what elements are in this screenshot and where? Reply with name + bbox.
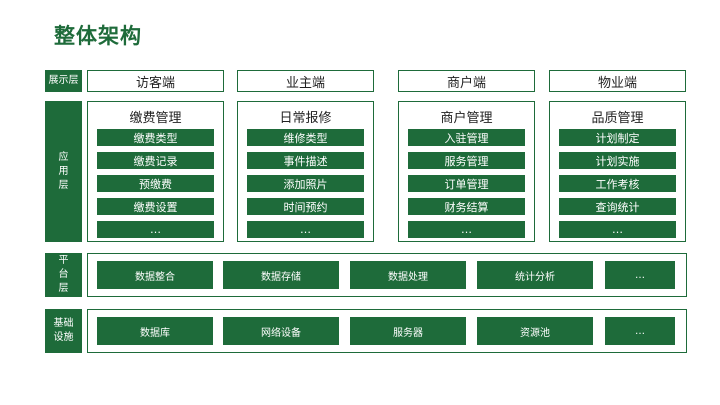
module-item: 查询统计: [559, 198, 676, 215]
layer-item: 数据库: [97, 317, 213, 345]
module-title: 品质管理: [591, 111, 644, 126]
presentation-card: 业主端: [237, 70, 374, 92]
layer-item: 数据存储: [223, 261, 339, 289]
module-item: 计划制定: [559, 129, 676, 146]
layer-label-char: 平: [58, 255, 69, 266]
presentation-card: 物业端: [549, 70, 686, 92]
application-module-card: 缴费管理缴费类型缴费记录预缴费缴费设置 …: [87, 101, 224, 242]
module-item: 缴费记录: [97, 152, 214, 169]
application-layer-label: 应用层: [45, 101, 82, 242]
application-module-card: 日常报修维修类型事件描述添加照片时间预约 …: [237, 101, 374, 242]
module-item: 缴费设置: [97, 198, 214, 215]
application-module-card: 品质管理计划制定计划实施工作考核查询统计 …: [549, 101, 686, 242]
presentation-card: 访客端: [87, 70, 224, 92]
module-item: …: [408, 221, 525, 238]
layer-item: 统计分析: [477, 261, 593, 289]
module-item: 预缴费: [97, 175, 214, 192]
layer-item: 数据整合: [97, 261, 213, 289]
infrastructure-layer-label: 基础设施: [45, 309, 82, 353]
layer-item: 服务器: [350, 317, 466, 345]
page-title: 整体架构: [54, 24, 142, 48]
module-item: 入驻管理: [408, 129, 525, 146]
layer-label-char: 应: [58, 151, 69, 163]
layer-label-char: 用: [58, 165, 69, 177]
module-item: 添加照片: [247, 175, 364, 192]
layer-item: 资源池: [477, 317, 593, 345]
module-title: 商户管理: [440, 111, 493, 126]
module-title: 日常报修: [279, 111, 332, 126]
layer-label-char: 层: [58, 283, 69, 294]
module-item: 事件描述: [247, 152, 364, 169]
module-item: …: [97, 221, 214, 238]
platform-layer-label: 平台层: [45, 253, 82, 297]
module-item: 时间预约: [247, 198, 364, 215]
module-title: 缴费管理: [129, 111, 182, 126]
layer-label-char: 基础: [53, 318, 74, 329]
module-item: 缴费类型: [97, 129, 214, 146]
module-item: …: [559, 221, 676, 238]
module-item: 计划实施: [559, 152, 676, 169]
layer-item: …: [605, 317, 675, 345]
presentation-layer-label: 展示层: [45, 70, 82, 92]
application-module-card: 商户管理入驻管理服务管理订单管理财务结算 …: [398, 101, 535, 242]
module-item: 财务结算: [408, 198, 525, 215]
layer-label-char: 台: [58, 269, 69, 280]
module-item: 维修类型: [247, 129, 364, 146]
module-item: 服务管理: [408, 152, 525, 169]
module-item: 订单管理: [408, 175, 525, 192]
module-item: 工作考核: [559, 175, 676, 192]
layer-label-char: 设施: [53, 332, 74, 343]
layer-item: 数据处理: [350, 261, 466, 289]
layer-label-char: 层: [58, 179, 69, 191]
layer-item: …: [605, 261, 675, 289]
presentation-card: 商户端: [398, 70, 535, 92]
module-item: …: [247, 221, 364, 238]
layer-item: 网络设备: [223, 317, 339, 345]
